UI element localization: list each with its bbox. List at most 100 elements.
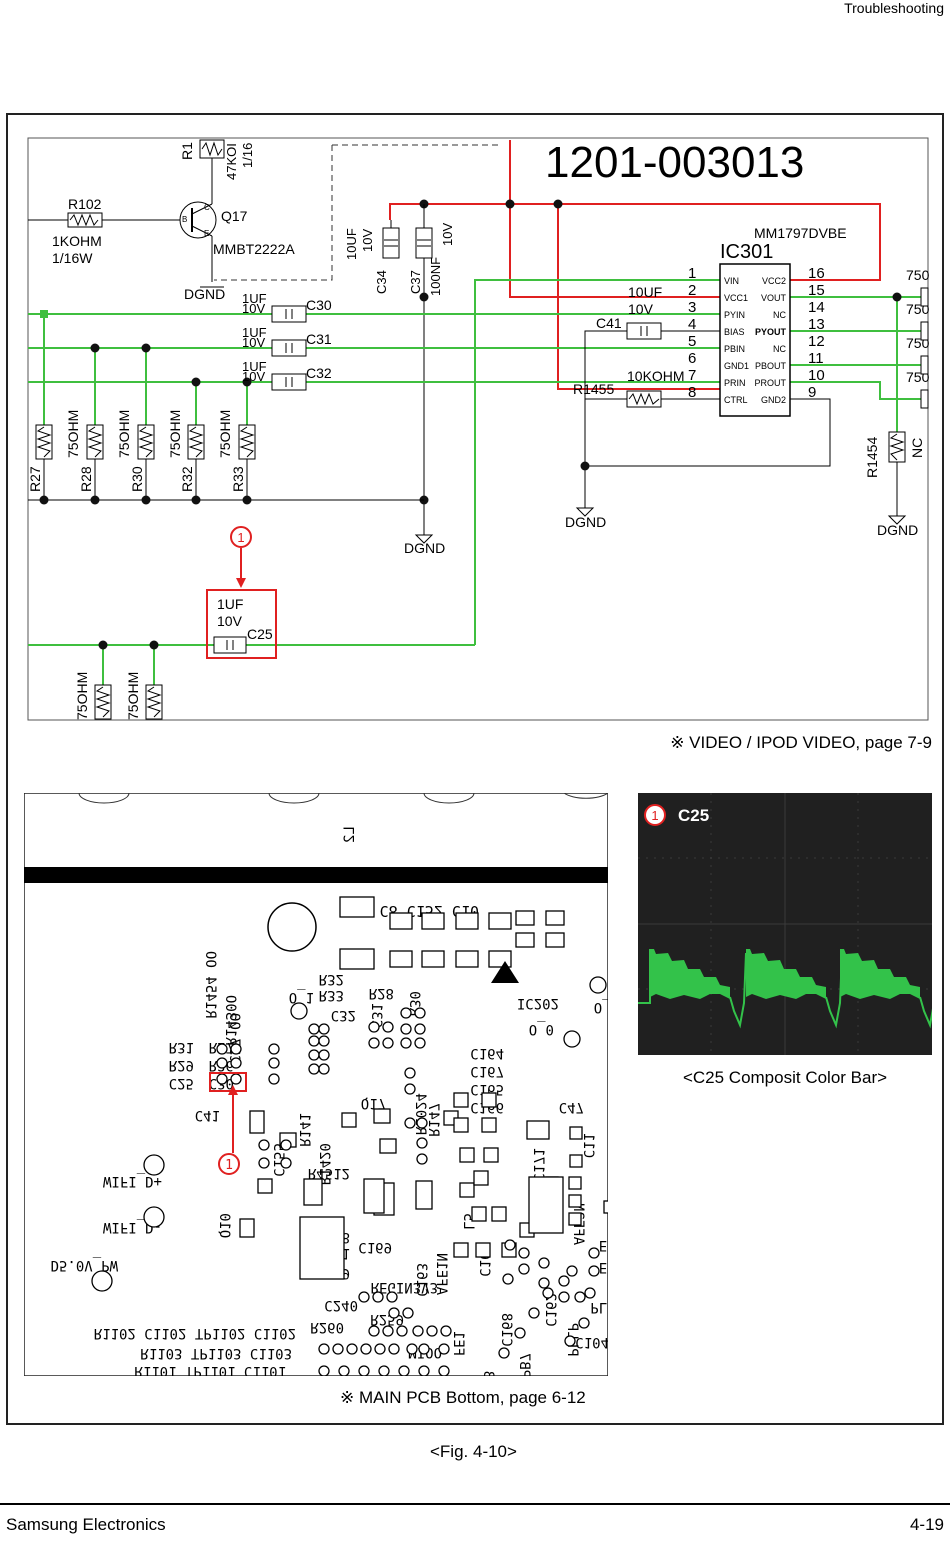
ic301-part: MM1797DVBE: [754, 225, 847, 241]
c30-volt: 10V: [242, 301, 265, 316]
r28-value: 75OHM: [116, 410, 132, 458]
svg-text:1: 1: [237, 530, 244, 545]
r1455-label: R1455: [573, 381, 614, 397]
pcb-silk-label: O_0: [529, 1021, 554, 1037]
pcb-pad: [568, 1176, 582, 1190]
pcb-via: [404, 1117, 416, 1129]
figure-caption: <Fig. 4-10>: [430, 1442, 517, 1461]
q17-c: C: [204, 203, 210, 212]
c37-volt: 10V: [440, 223, 455, 246]
pcb-silk-label: R147: [425, 1103, 441, 1137]
pcb-via: [368, 1037, 380, 1049]
scope-trace-sync: [825, 952, 843, 1029]
c32-label: C32: [306, 365, 332, 381]
ic-pin-name-right: VOUT: [761, 293, 787, 303]
pcb-via: [318, 1365, 330, 1376]
pcb-via: [290, 1002, 308, 1020]
pcb-silk-label: AFE1N: [433, 1253, 449, 1295]
svg-text:75OHM: 75OHM: [74, 672, 90, 720]
ic-pin-name-left: GND1: [724, 361, 749, 371]
pcb-pad: [471, 1206, 487, 1222]
ic-pin-number-left: 6: [688, 350, 696, 367]
pcb-via: [216, 1057, 228, 1069]
ic-pin-name-left: VCC1: [724, 293, 748, 303]
pcb-via: [558, 1291, 570, 1303]
pcb-via: [418, 1343, 430, 1355]
pcb-pad: [239, 1218, 255, 1238]
marker-1-pcb: 1: [209, 1072, 247, 1175]
pcb-pad: [481, 1092, 497, 1108]
pcb-via: [588, 1265, 600, 1277]
pcb-pad: [379, 1138, 397, 1154]
ic-pin-name-right: PYOUT: [755, 327, 787, 337]
pcb-via: [400, 1023, 412, 1035]
ic-pin-name-right: VCC2: [762, 276, 786, 286]
pcb-silk-label: Q17: [361, 1095, 386, 1111]
pcb-pad: [389, 912, 413, 930]
figure-frame: [6, 113, 944, 1425]
pcb-silk-label: C41: [195, 1107, 220, 1123]
dgnd-c37: DGND: [404, 540, 445, 556]
r32-value: 75OHM: [217, 410, 233, 458]
c31-volt: 10V: [242, 335, 265, 350]
pcb-via: [368, 1325, 380, 1337]
pcb-via: [518, 1247, 530, 1259]
pcb-pad: [481, 1117, 497, 1133]
c30-value: 1UF: [242, 291, 267, 306]
pcb-via: [502, 1273, 514, 1285]
pcb-pad: [545, 910, 565, 926]
pcb-pad: [569, 1126, 583, 1140]
right-edge-resistors: 750 750 750 750: [906, 267, 930, 409]
pcb-silk-label: C162: [542, 1293, 558, 1327]
pcb-pad: [459, 1147, 475, 1163]
pcb-via: [518, 1263, 530, 1275]
pcb-pad: [491, 1206, 507, 1222]
pcb-via: [538, 1257, 550, 1269]
pcb-silk-label: REGIN3V3: [371, 1279, 438, 1295]
pcb-pad: [488, 912, 512, 930]
c32-volt: 10V: [242, 369, 265, 384]
pcb-pad: [249, 1110, 265, 1134]
pcb-via: [406, 1343, 418, 1355]
pcb-via: [412, 1325, 424, 1337]
pcb-pad: [603, 1200, 608, 1214]
pcb-component-outline: [299, 1216, 345, 1280]
pcb-silk-label: R4512: [308, 1165, 350, 1181]
ic-pin-name-left: PRIN: [724, 378, 746, 388]
pcb-silk-label: C47: [559, 1099, 584, 1115]
pcb-via: [400, 1007, 412, 1019]
pcb-via: [504, 1239, 516, 1251]
c34-value: 10UF: [344, 228, 359, 260]
pcb-pads: [91, 896, 608, 1376]
pcb-pad: [303, 1178, 323, 1206]
pcb-pad: [545, 932, 565, 948]
ic-pin-number-left: 8: [688, 384, 696, 401]
pcb-silk-label: D5.0V_PW: [51, 1257, 119, 1273]
c32-value: 1UF: [242, 359, 267, 374]
schematic-diagram: 1201-003013 R1 47KOI 1/16 R102 1KOHM 1/1…: [27, 137, 930, 721]
svg-text:1: 1: [225, 1158, 233, 1173]
marker-1-schematic: 1: [230, 526, 252, 588]
pcb-via: [584, 1287, 596, 1299]
ic-pin-name-right: NC: [773, 344, 786, 354]
pcb-silk-label: R141: [296, 1113, 312, 1147]
pcb-silk-label: R260: [310, 1319, 344, 1335]
pcb-silk-label: WIFI_D+: [103, 1173, 162, 1189]
ic-pin-number-left: 4: [688, 316, 696, 333]
pcb-silk-label: E1P: [599, 1237, 608, 1253]
capacitor-c37: C37 100NF 10V: [408, 223, 455, 296]
pcb-via: [308, 1035, 320, 1047]
r1-watt: 1/16: [240, 143, 255, 168]
pcb-silk-label: C11: [580, 1133, 596, 1158]
ic-pin-number-right: 13: [808, 316, 825, 333]
r30-label: R30: [129, 466, 145, 492]
c25-value: 1UF: [217, 596, 243, 612]
pcb-via: [268, 1043, 280, 1055]
pcb-silk-label: Q10: [216, 1213, 232, 1238]
c25-label: C25: [247, 626, 273, 642]
pcb-pad: [475, 1242, 491, 1258]
ic-pins-right: 16VCC215VOUT14NC13PYOUT12NC11PBOUT10PROU…: [755, 265, 825, 405]
pcb-via: [566, 1265, 578, 1277]
q17-label: Q17: [221, 208, 248, 224]
pcb-via: [258, 1157, 270, 1169]
